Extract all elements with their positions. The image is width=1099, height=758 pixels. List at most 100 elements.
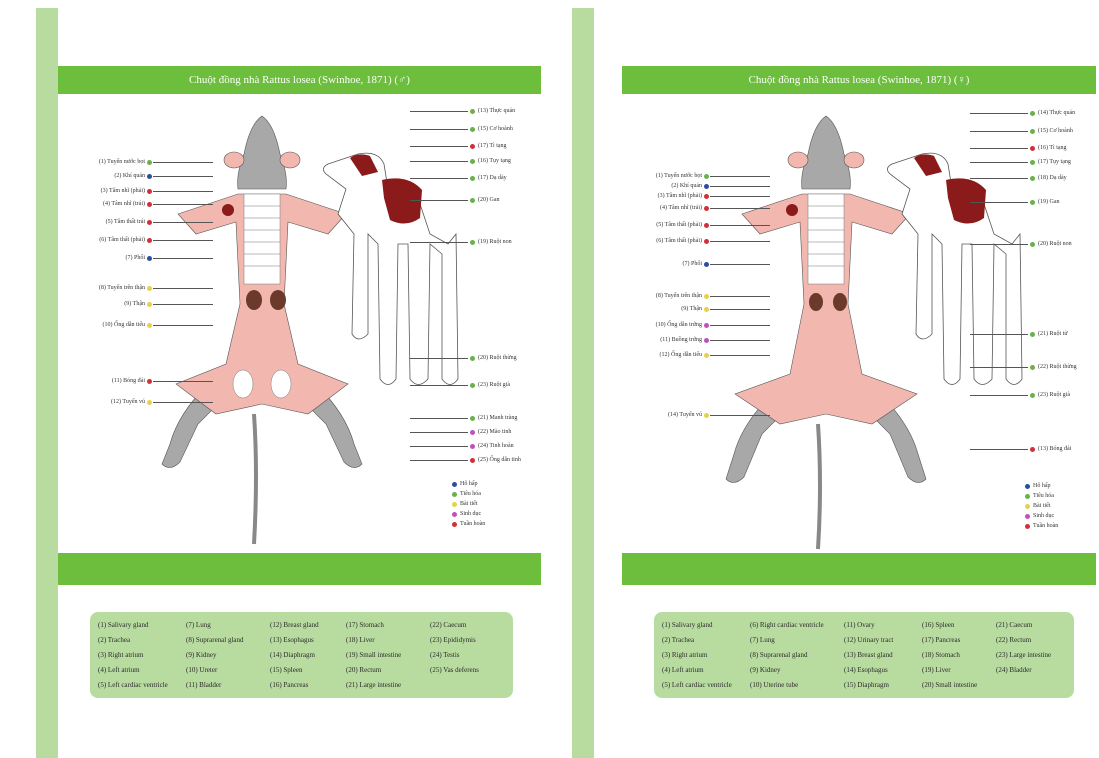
key-label: Bài tiết [460, 501, 478, 507]
key-label: Sinh dục [1033, 513, 1054, 519]
legend-entry: (20) Small intestine [922, 678, 1006, 693]
callout-line [410, 432, 468, 433]
legend-entry: (16) Pancreas [270, 678, 354, 693]
callout-line [410, 200, 468, 201]
callout-line [153, 162, 213, 163]
key-label: Hô hấp [1033, 483, 1051, 489]
key-dot [452, 512, 457, 517]
callout-dot [147, 323, 152, 328]
key-label: Bài tiết [1033, 503, 1051, 509]
callout-dot [470, 144, 475, 149]
callout-dot [1030, 365, 1035, 370]
legend-entry: (9) Kidney [750, 663, 834, 678]
callout-dot [704, 294, 709, 299]
legend-entry: (19) Liver [922, 663, 1006, 678]
callout-line [710, 176, 770, 177]
callout-line [410, 111, 468, 112]
legend-entry: (24) Bladder [996, 663, 1080, 678]
legend-entry: (17) Pancreas [922, 633, 1006, 648]
legend-entry: (3) Right atrium [98, 648, 182, 663]
callout-label: (20) Ruột thừng [478, 354, 517, 362]
callout-label: (19) Ruột non [478, 238, 512, 246]
legend-entry: (11) Ovary [844, 618, 928, 633]
key-dot [452, 482, 457, 487]
callout-label: (5) Tâm thất trái [106, 218, 145, 226]
legend-entry: (18) Liver [346, 633, 430, 648]
callout-line [710, 296, 770, 297]
callout-label: (21) Ruột tử [1038, 330, 1068, 338]
callout-line [153, 176, 213, 177]
callout-line [410, 129, 468, 130]
callout-dot [704, 413, 709, 418]
callout-dot [704, 206, 709, 211]
callout-dot [1030, 200, 1035, 205]
legend-column: (11) Ovary (12) Urinary tract (13) Breas… [844, 618, 928, 693]
legend-entry: (9) Kidney [186, 648, 270, 663]
callout-dot [704, 262, 709, 267]
callout-line [710, 355, 770, 356]
left-page: Chuột đồng nhà Rattus losea (Swinhoe, 18… [0, 0, 545, 758]
callout-label: (22) Mào tinh [478, 428, 511, 436]
callout-label: (22) Ruột thừng [1038, 363, 1077, 371]
callout-line [710, 225, 770, 226]
legend-column: (17) Stomach (18) Liver (19) Small intes… [346, 618, 430, 693]
callout-line [410, 358, 468, 359]
legend-entry: (7) Lung [750, 633, 834, 648]
key-dot [1025, 504, 1030, 509]
callout-label: (15) Cơ hoành [1038, 127, 1073, 135]
callout-dot [1030, 332, 1035, 337]
callout-dot [1030, 447, 1035, 452]
callout-label: (17) Tì tạng [478, 142, 507, 150]
callout-dot [470, 127, 475, 132]
legend-entry: (23) Large intestine [996, 648, 1080, 663]
callout-label: (8) Tuyến trên thận [656, 292, 702, 300]
legend-entry: (12) Breast gland [270, 618, 354, 633]
legend-column: (1) Salivary gland (2) Trachea (3) Right… [662, 618, 746, 693]
callout-dot [1030, 176, 1035, 181]
key-label: Tiêu hóa [460, 491, 481, 497]
callout-label: (1) Tuyến nước bọt [656, 172, 702, 180]
legend-entry: (1) Salivary gland [662, 618, 746, 633]
callout-label: (5) Tâm thất (phải) [656, 221, 702, 229]
callout-label: (14) Thực quản [1038, 109, 1075, 117]
callout-label: (11) Bóng đái [112, 377, 145, 385]
key-label: Sinh dục [460, 511, 481, 517]
callout-line [410, 146, 468, 147]
callout-label: (3) Tâm nhĩ (phải) [658, 192, 702, 200]
callout-dot [147, 174, 152, 179]
callout-dot [704, 223, 709, 228]
side-strip [572, 8, 594, 758]
callout-dot [704, 338, 709, 343]
legend-entry: (6) Right cardiac ventricle [750, 618, 834, 633]
callout-line [710, 415, 770, 416]
callout-dot [704, 194, 709, 199]
callout-label: (10) Ống dẫn trứng [656, 321, 702, 329]
callout-label: (21) Manh tràng [478, 414, 517, 422]
callout-label: (12) Tuyến vú [111, 398, 145, 406]
legend-entry: (1) Salivary gland [98, 618, 182, 633]
bottom-bar [58, 553, 541, 585]
callout-label: (14) Tuyến vú [668, 411, 702, 419]
callout-dot [704, 239, 709, 244]
callout-dot [147, 160, 152, 165]
callout-line [710, 325, 770, 326]
legend-entry: (20) Rectum [346, 663, 430, 678]
callout-dot [470, 444, 475, 449]
callout-line [710, 241, 770, 242]
callout-dot [147, 379, 152, 384]
key-dot [452, 502, 457, 507]
callout-dot [1030, 111, 1035, 116]
key-dot [452, 492, 457, 497]
legend-entry: (22) Rectum [996, 633, 1080, 648]
key-label: Hô hấp [460, 481, 478, 487]
callout-dot [470, 240, 475, 245]
legend-entry: (5) Left cardiac ventricle [662, 678, 746, 693]
legend-entry: (21) Large intestine [346, 678, 430, 693]
callout-dot [147, 286, 152, 291]
callout-line [970, 113, 1028, 114]
callout-line [970, 202, 1028, 203]
callout-dot [470, 109, 475, 114]
legend-column: (7) Lung (8) Suprarenal gland (9) Kidney… [186, 618, 270, 693]
callout-dot [147, 302, 152, 307]
page-title: Chuột đồng nhà Rattus losea (Swinhoe, 18… [622, 66, 1096, 94]
